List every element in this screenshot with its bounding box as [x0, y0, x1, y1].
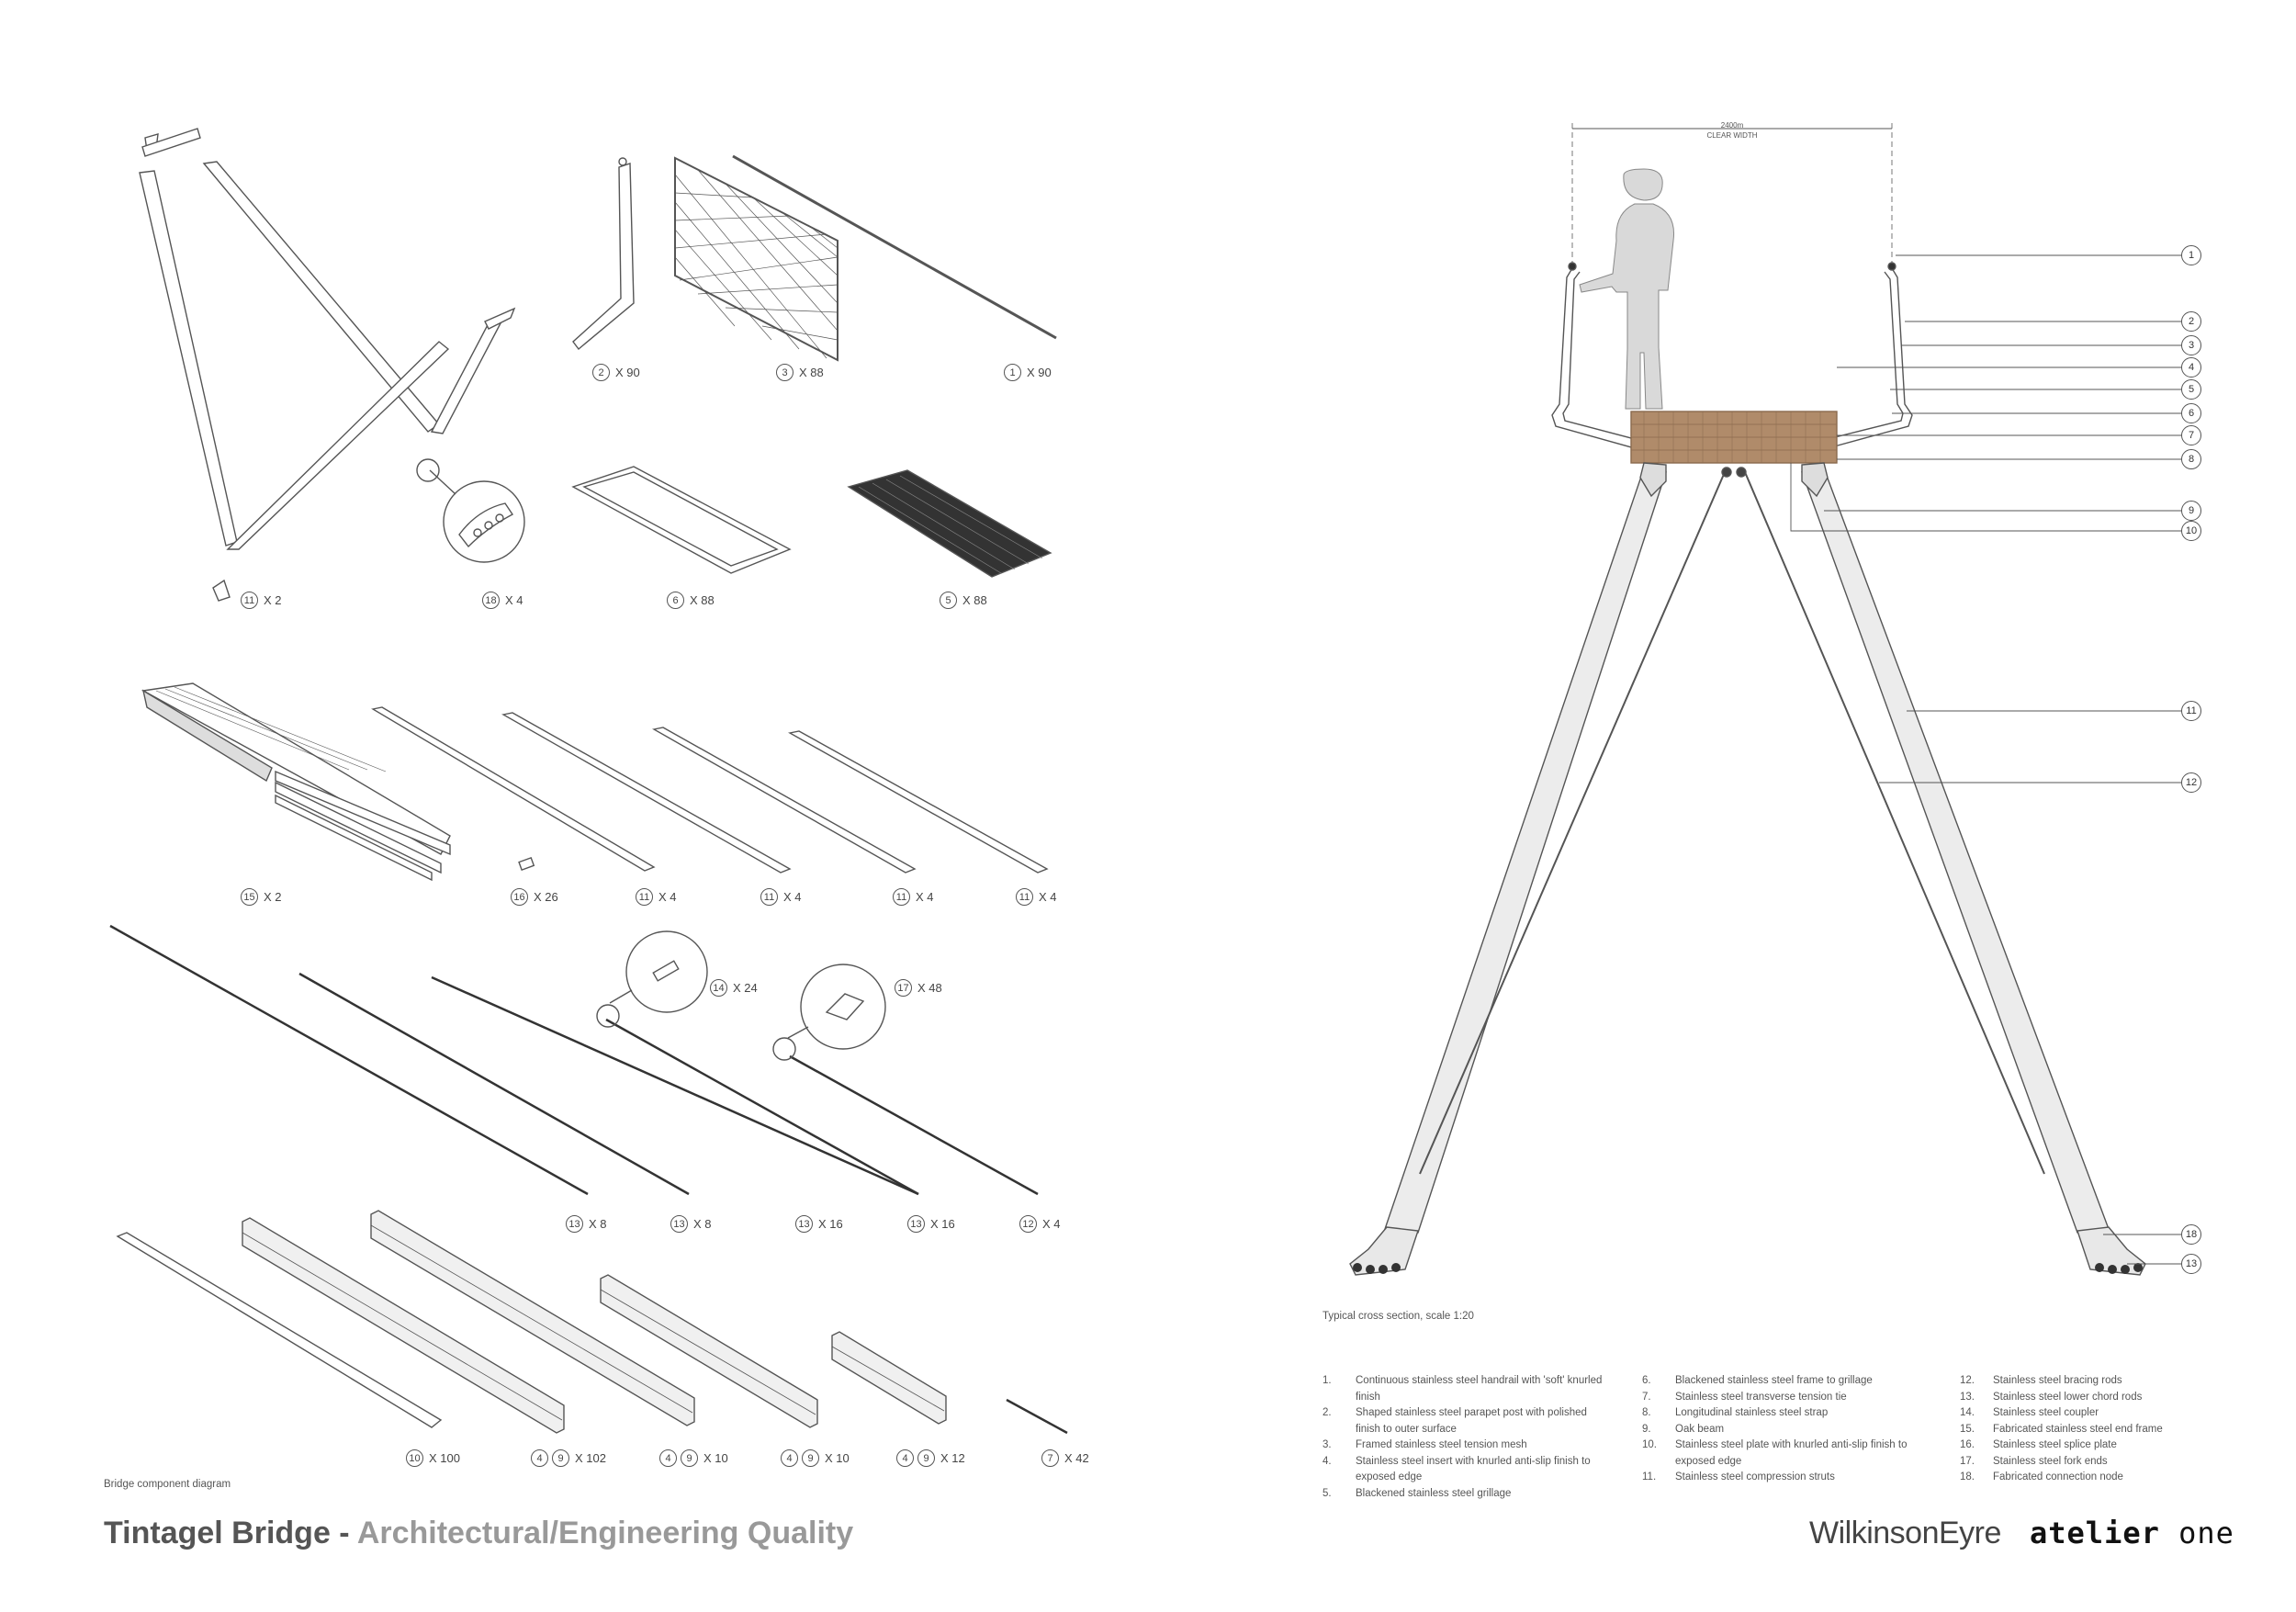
legend-item: 7.Stainless steel transverse tension tie: [1642, 1391, 1847, 1403]
legend-column-2: 6.Blackened stainless steel frame to gri…: [1642, 1373, 1923, 1486]
component-diagram: [109, 128, 1068, 1435]
legend-item: 8.Longitudinal stainless steel strap: [1642, 1407, 1829, 1418]
coupler-detail: [596, 930, 708, 1028]
left-strut: [1384, 468, 1667, 1234]
callout-1: 1: [2181, 245, 2201, 265]
component-diagram-caption: Bridge component diagram: [104, 1479, 231, 1490]
callout-5: 5: [2181, 379, 2201, 400]
legend-item: 17.Stainless steel fork ends: [1960, 1455, 2108, 1467]
legend-column-1: 1.Continuous stainless steel handrail wi…: [1322, 1373, 1604, 1502]
callout-2: 2: [2181, 311, 2201, 332]
callout-11: 11: [2181, 701, 2201, 721]
end-frame: [141, 682, 451, 882]
callout-9: 9: [2181, 501, 2201, 521]
legend-item: 1.Continuous stainless steel handrail wi…: [1322, 1375, 1603, 1403]
callout-12: 12: [2181, 772, 2201, 793]
right-strut: [1801, 468, 2110, 1234]
sheet-title: Tintagel Bridge - Architectural/Engineer…: [104, 1516, 854, 1550]
tension-tie: [1006, 1398, 1068, 1435]
callout-4: 4: [2181, 357, 2201, 378]
legend-item: 9.Oak beam: [1642, 1423, 1725, 1435]
dimension-value: 2400m: [1720, 121, 1744, 130]
rods: [109, 924, 1039, 1196]
cross-section: [1349, 123, 2191, 1276]
legend-item: 13.Stainless steel lower chord rods: [1960, 1391, 2143, 1403]
legend-item: 10.Stainless steel plate with knurled an…: [1642, 1439, 1908, 1467]
callout-7: 7: [2181, 425, 2201, 445]
callout-10: 10: [2181, 521, 2201, 541]
callout-6: 6: [2181, 403, 2201, 423]
legend-item: 6.Blackened stainless steel frame to gri…: [1642, 1375, 1873, 1386]
dimension-label: CLEAR WIDTH: [1706, 131, 1758, 140]
person-silhouette: [1579, 168, 1675, 410]
callout-18: 18: [2181, 1224, 2201, 1245]
legend-item: 15.Fabricated stainless steel end frame: [1960, 1423, 2163, 1435]
end-frame-struts: [139, 128, 516, 602]
wilkinsoneyre-logo: WilkinsonEyre: [1809, 1516, 2001, 1550]
callout-8: 8: [2181, 449, 2201, 469]
atelier-one-logo: atelier one: [2030, 1516, 2234, 1550]
legend-item: 14.Stainless steel coupler: [1960, 1407, 2099, 1418]
oak-beams: [116, 1210, 947, 1434]
legend-item: 2.Shaped stainless steel parapet post wi…: [1322, 1407, 1587, 1435]
legend-column-3: 12.Stainless steel bracing rods 13.Stain…: [1960, 1373, 2241, 1486]
legend-item: 18.Fabricated connection node: [1960, 1471, 2123, 1482]
connection-node-detail: [416, 458, 525, 563]
grillage-frame: [571, 466, 792, 574]
legend-item: 11.Stainless steel compression struts: [1642, 1471, 1835, 1482]
splice-plate: [518, 856, 535, 871]
legend-item: 12.Stainless steel bracing rods: [1960, 1375, 2122, 1386]
callout-3: 3: [2181, 335, 2201, 355]
legend-item: 3.Framed stainless steel tension mesh: [1322, 1439, 1527, 1450]
legend-item: 5.Blackened stainless steel grillage: [1322, 1487, 1512, 1499]
mesh-panel: [674, 156, 838, 362]
handrail-rod: [732, 154, 1057, 340]
fork-end-detail: [772, 964, 886, 1061]
parapet-post: [572, 157, 635, 351]
grillage: [847, 469, 1052, 578]
strut-bars: [371, 706, 1049, 874]
legend-item: 16.Stainless steel splice plate: [1960, 1439, 2117, 1450]
cross-section-caption: Typical cross section, scale 1:20: [1322, 1311, 1474, 1322]
legend-item: 4.Stainless steel insert with knurled an…: [1322, 1455, 1591, 1483]
callout-13: 13: [2181, 1254, 2201, 1274]
